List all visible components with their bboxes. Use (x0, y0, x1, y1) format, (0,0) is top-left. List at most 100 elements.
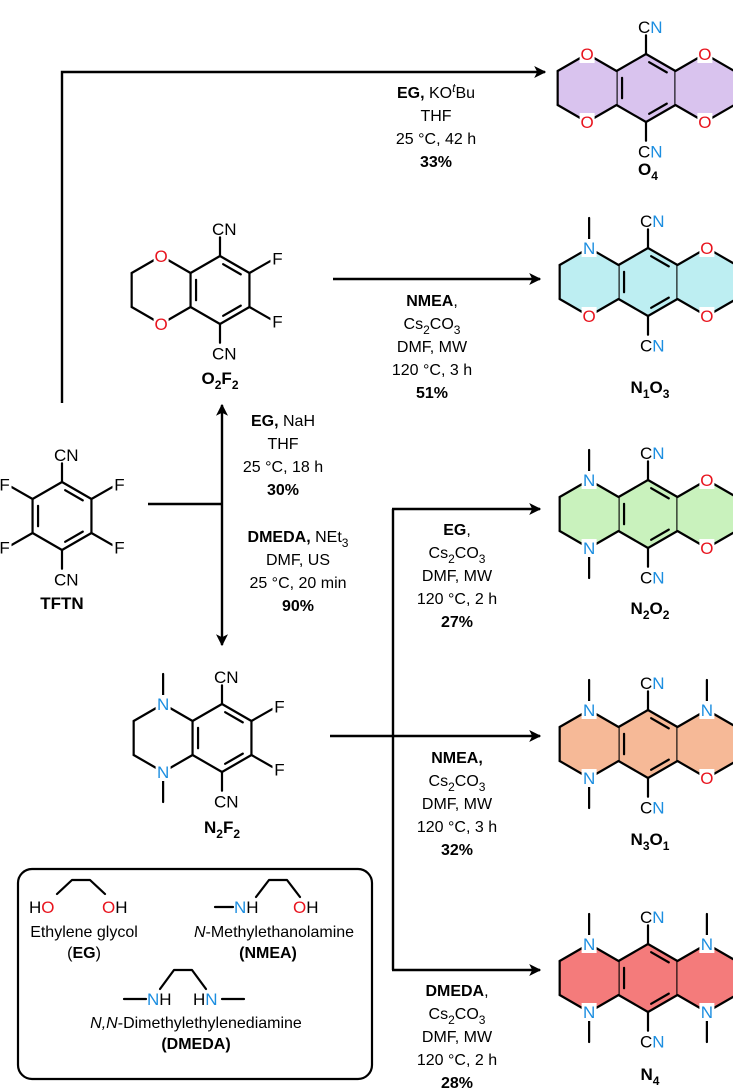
nitrile-bottom: CN (212, 345, 237, 364)
central-ring-fill (616, 54, 676, 122)
atom-mask (699, 701, 715, 719)
cond-n3o1-base: Cs2CO3 (429, 773, 486, 794)
arrows (60, 66, 547, 976)
oxygen-atom: O (698, 113, 711, 132)
legend-dmeda-nh2: HN (193, 990, 218, 1009)
cond-n3o1-reagents: NMEA, (431, 750, 483, 767)
oxygen-atom: O (580, 45, 593, 64)
central-ring-fill (618, 480, 678, 548)
atom-mask (699, 239, 715, 257)
fused-ring-fill (677, 944, 733, 1012)
legend-dmeda-structure: NH HN (122, 968, 246, 1009)
nitrile-bottom: CN (640, 799, 665, 818)
legend-eg-ho: HO (29, 898, 55, 917)
legend-nmea-abbr: (NMEA) (239, 945, 297, 962)
nitrogen-atom: N (701, 1003, 713, 1022)
atom-mask (0, 475, 12, 494)
conditions-n1o3: NMEA, Cs2CO3 DMF, MW 120 °C, 3 h 51% (392, 293, 472, 402)
label-n3o1: N3O1 (631, 830, 670, 853)
atom-mask (581, 471, 597, 489)
label-n4: N4 (641, 1065, 660, 1088)
atom-mask (153, 247, 169, 265)
fluorine-atom: F (114, 538, 124, 557)
atom-mask (697, 45, 713, 63)
fluorine-atom: F (0, 538, 10, 557)
label-n2f2: N2F2 (204, 818, 240, 841)
nitrile-top: CN (638, 18, 663, 37)
central-ring-fill (618, 944, 678, 1012)
label-n2o2: N2O2 (631, 599, 670, 622)
atom-mask (155, 763, 171, 781)
nitrogen-atom: N (583, 701, 595, 720)
conditions-n3o1: NMEA, Cs2CO3 DMF, MW 120 °C, 3 h 32% (417, 750, 497, 859)
cond-n2f2-reagents: DMEDA, NEt3 (248, 529, 349, 550)
nitrile-bottom: CN (640, 337, 665, 356)
atom-mask (112, 475, 127, 494)
oxygen-atom: O (582, 307, 595, 326)
nitrile-bottom: CN (638, 143, 663, 162)
atom-mask (581, 701, 597, 719)
nitrogen-atom: N (583, 239, 595, 258)
cond-n3o1-solvent: DMF, MW (422, 796, 493, 813)
legend-eg-o2: O (102, 898, 115, 917)
atom-mask (272, 760, 287, 779)
cond-o4-solvent: THF (420, 108, 451, 125)
oxygen-atom: O (700, 471, 713, 490)
oxygen-atom: O (700, 769, 713, 788)
atom-mask (699, 935, 715, 953)
atom-mask (699, 471, 715, 489)
cond-n2o2-reagents: EG, (443, 522, 471, 539)
cond-o2f2-temp: 25 °C, 18 h (243, 459, 323, 476)
cond-n1o3-yield: 51% (416, 385, 448, 402)
cond-n1o3-base: Cs2CO3 (404, 316, 461, 337)
nitrile-bottom: CN (214, 793, 239, 812)
legend-dmeda-abbr: (DMEDA) (161, 1036, 230, 1053)
cond-n3o1-yield: 32% (441, 842, 473, 859)
nitrile-top: CN (640, 212, 665, 231)
cond-n2f2-yield: 90% (282, 598, 314, 615)
cond-n2o2-temp: 120 °C, 2 h (417, 591, 497, 608)
nitrile-bottom: CN (640, 569, 665, 588)
fluorine-atom: F (274, 760, 284, 779)
atom-mask (699, 539, 715, 557)
cond-n4-reagents: DMEDA, (425, 983, 488, 1000)
nitrogen-atom: N (583, 1003, 595, 1022)
legend-eg-o1: O (41, 898, 54, 917)
cond-n3o1-temp: 120 °C, 3 h (417, 819, 497, 836)
conditions-n2f2: DMEDA, NEt3 DMF, US 25 °C, 20 min 90% (248, 529, 349, 615)
fused-ring-fill (559, 248, 619, 316)
atom-mask (699, 1003, 715, 1021)
fluorine-atom: F (114, 476, 124, 495)
oxygen-atom: O (154, 315, 167, 334)
cond-n2o2-solvent: DMF, MW (422, 568, 493, 585)
oxygen-atom: O (698, 45, 711, 64)
cond-n1o3-reagents: NMEA, (406, 293, 458, 310)
atom-mask (581, 1003, 597, 1021)
cond-n1o3-temp: 120 °C, 3 h (392, 362, 472, 379)
oxygen-atom: O (700, 239, 713, 258)
fused-ring-fill (557, 54, 617, 122)
nitrile-bottom: CN (54, 571, 79, 590)
atom-mask (581, 307, 597, 325)
atom-mask (699, 307, 715, 325)
oxygen-atom: O (700, 539, 713, 558)
atom-mask (579, 113, 595, 131)
oxygen-atom: O (580, 113, 593, 132)
label-tftn: TFTN (40, 594, 83, 613)
fused-ring-fill (675, 54, 733, 122)
cond-o4-temp: 25 °C, 42 h (396, 131, 476, 148)
atom-mask (581, 769, 597, 787)
cond-n2o2-yield: 27% (441, 614, 473, 631)
atom-mask (0, 538, 12, 557)
legend-nmea-structure: NH OH (213, 878, 319, 917)
atom-mask (272, 697, 287, 716)
atom-mask (699, 769, 715, 787)
atom-mask (155, 695, 171, 713)
reagent-legend: HO OH Ethylene glycol (EG) NH OH N-Methy… (16, 867, 374, 1081)
fused-ring-fill (559, 710, 619, 778)
